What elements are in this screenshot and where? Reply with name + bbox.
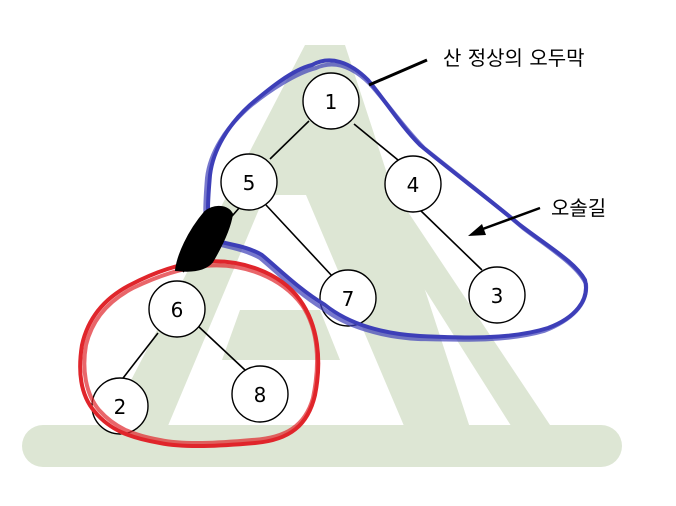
trail-label: 오솔길 (551, 196, 606, 220)
summit-label: 산 정상의 오두막 (443, 46, 585, 70)
node-5: 5 (220, 153, 278, 211)
node-label: 5 (243, 171, 256, 195)
trail-annotation: 오솔길 (468, 196, 606, 236)
summit-pointer-line (368, 58, 428, 87)
edge-1-4 (353, 123, 399, 161)
node-6: 6 (148, 280, 206, 338)
node-2: 2 (91, 377, 149, 435)
node-label: 8 (254, 383, 267, 407)
summit-outline (203, 58, 589, 342)
node-3: 3 (468, 266, 526, 324)
node-label: 6 (171, 298, 184, 322)
node-label: 2 (114, 395, 127, 419)
node-8: 8 (231, 365, 289, 423)
edge-1-5 (269, 120, 310, 160)
mountain-watermark (22, 45, 622, 467)
edge-6-8 (197, 325, 246, 371)
bridge-shape (174, 206, 234, 272)
node-label: 3 (491, 284, 504, 308)
node-4: 4 (384, 155, 442, 213)
node-label: 7 (342, 287, 355, 311)
summit-annotation: 산 정상의 오두막 (368, 46, 585, 87)
trail-arrowhead (468, 224, 486, 236)
edge-6-2 (119, 332, 159, 383)
edge-5-7 (265, 204, 334, 278)
node-label: 1 (325, 90, 338, 114)
tree-nodes: 1 5 4 7 3 6 2 8 (91, 72, 526, 435)
subtree-outline (78, 259, 321, 449)
trail-pointer-line (479, 206, 541, 232)
edge-4-3 (418, 208, 483, 271)
node-1: 1 (302, 72, 360, 130)
node-label: 4 (407, 173, 420, 197)
